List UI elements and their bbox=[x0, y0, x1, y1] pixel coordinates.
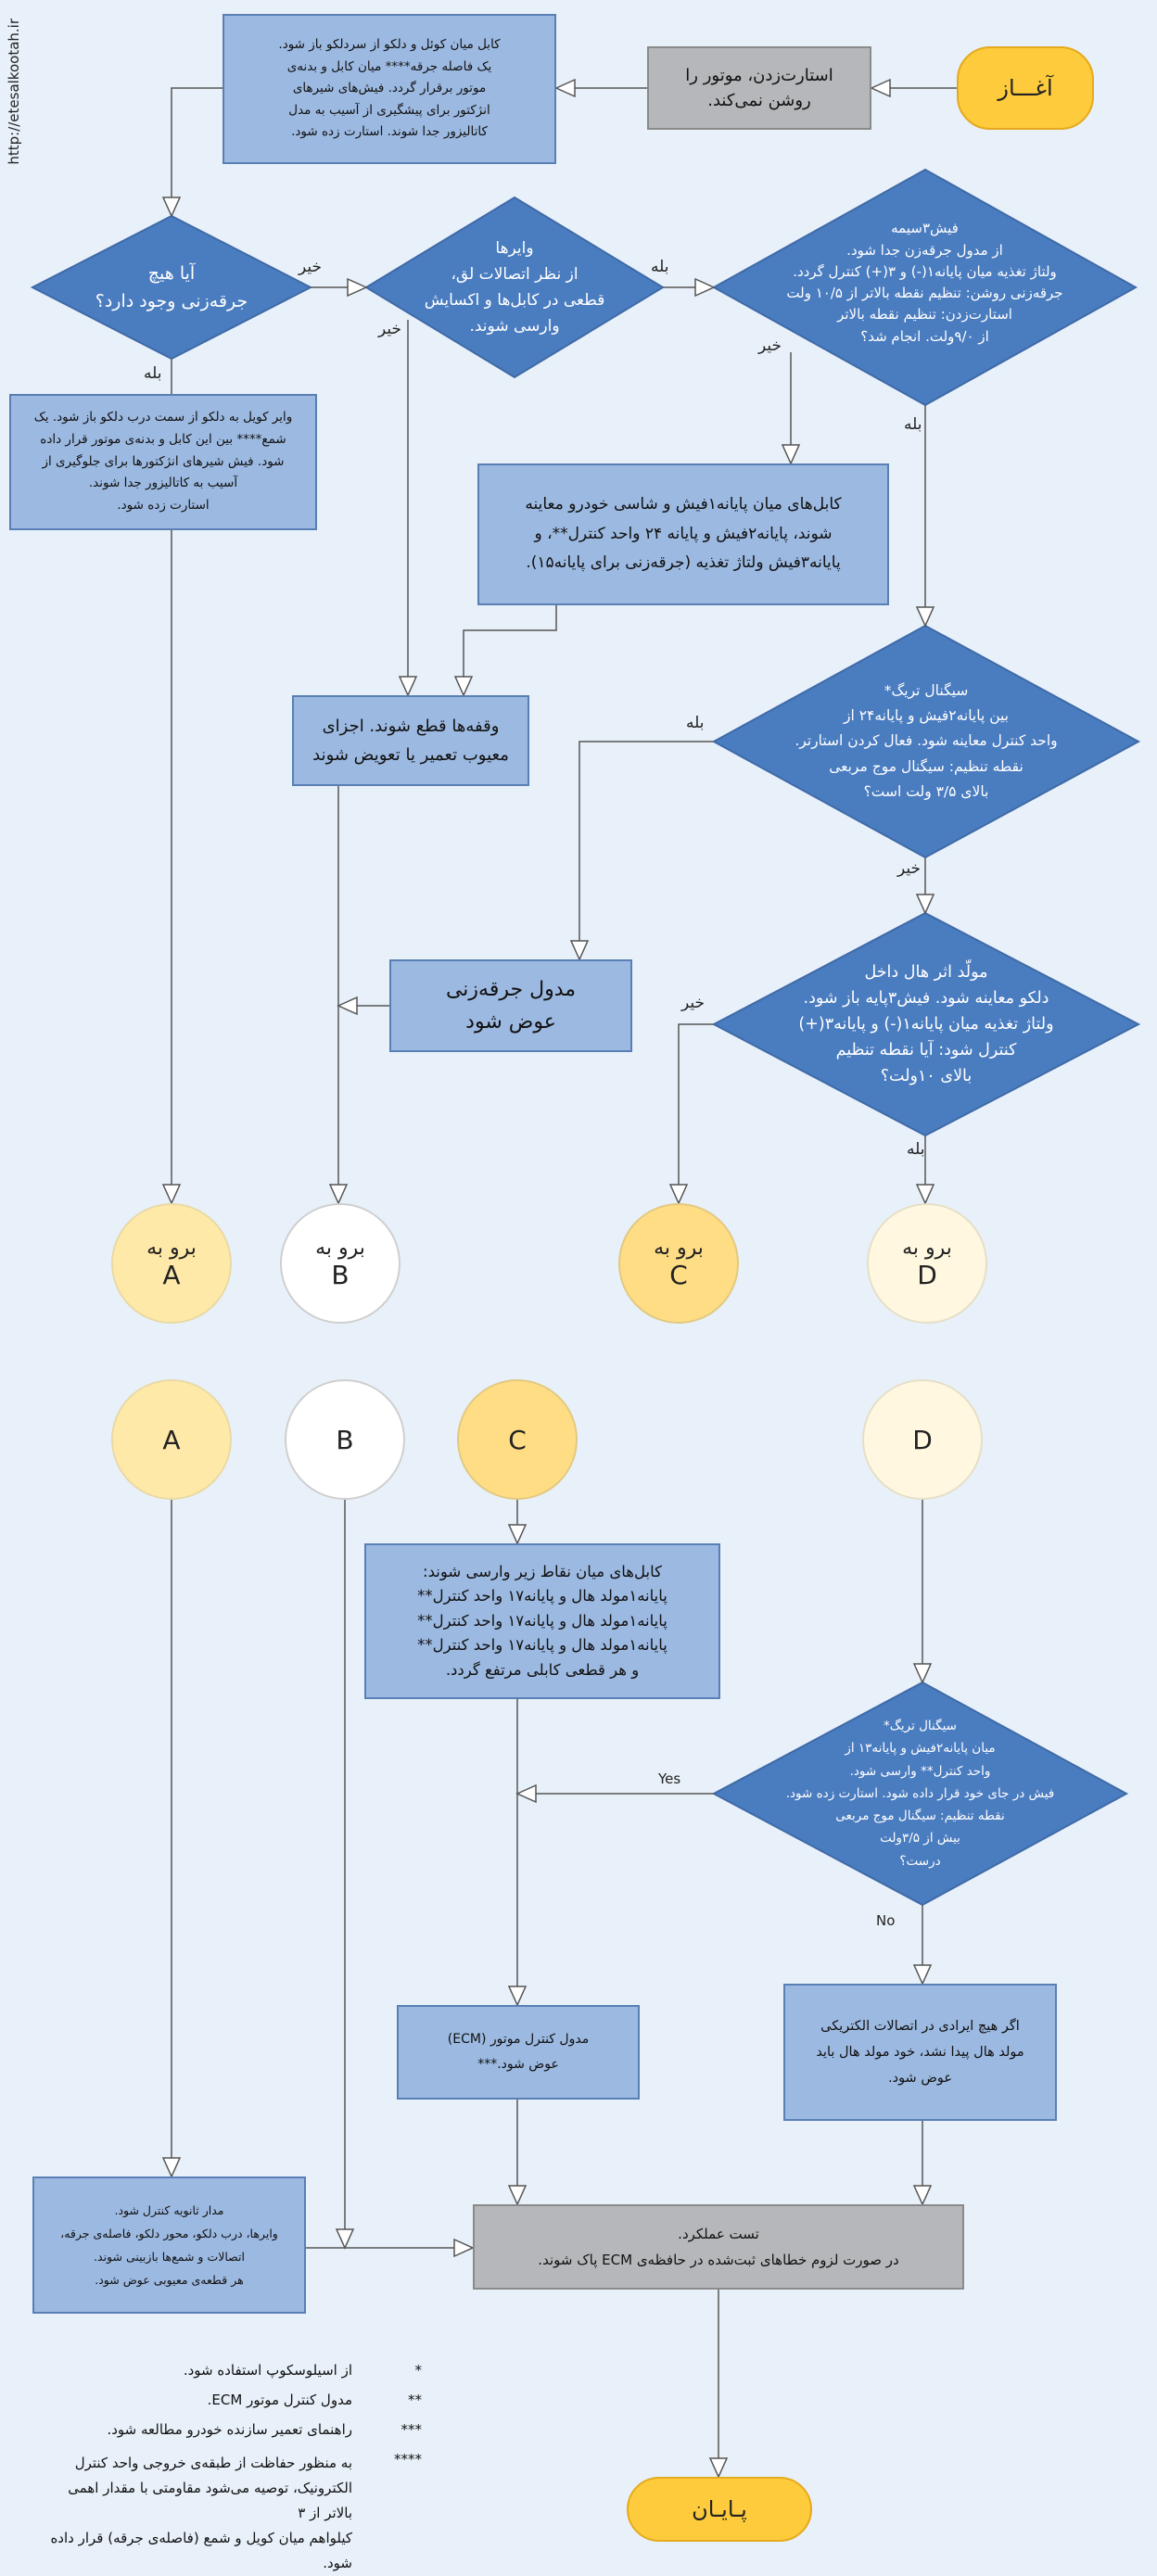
goto-label: برو به bbox=[315, 1237, 365, 1260]
ignition-module-box: مدول جرقه‌زنی عوض شود bbox=[389, 959, 632, 1052]
entry-connector-d: D bbox=[862, 1379, 983, 1500]
legend-text-2: مدول کنترل موتور ECM. bbox=[207, 2392, 352, 2408]
hall-cables-box: کابل‌های میان نقاط زیر وارسی شوند: پایان… bbox=[364, 1543, 720, 1699]
label-plug3-yes: بله bbox=[904, 415, 922, 434]
connector-letter: D bbox=[912, 1424, 933, 1455]
legend-mark-4: **** bbox=[394, 2451, 422, 2468]
connector-letter: B bbox=[331, 1260, 350, 1290]
entry-connector-c: C bbox=[457, 1379, 578, 1500]
label-trig2-yes: Yes bbox=[658, 1770, 681, 1787]
goto-connector-c: برو به C bbox=[618, 1203, 739, 1324]
end-terminal: پـایـان bbox=[627, 2477, 812, 2542]
diamond-trig2-text: سیگنال تریگ* میان پایانه۲فیش و پایانه۱۳ … bbox=[785, 1718, 1055, 1869]
goto-connector-a: برو به A bbox=[111, 1203, 232, 1324]
legend-mark-2: ** bbox=[408, 2392, 422, 2408]
coil-check-box: کابل میان کوئل و دلکو از سردلکو باز شود.… bbox=[222, 14, 556, 164]
connector-letter: B bbox=[336, 1424, 354, 1455]
legend-mark-3: *** bbox=[400, 2421, 423, 2438]
entry-connector-a: A bbox=[111, 1379, 232, 1500]
ecm-replace-box: مدول کنترل موتور (ECM) عوض شود.*** bbox=[397, 2005, 640, 2100]
legend-text-3: راهنمای تعمیر سازنده خودرو مطالعه شود. bbox=[107, 2421, 352, 2438]
repair-box: وقفه‌ها قطع شوند. اجزای معیوب تعمیر یا ت… bbox=[292, 695, 529, 786]
entry-connector-b: B bbox=[285, 1379, 405, 1500]
start-terminal: آغـــاز bbox=[957, 46, 1094, 130]
legend-mark-1: * bbox=[414, 2362, 423, 2379]
label-trig-yes: بله bbox=[686, 714, 705, 732]
connector-letter: A bbox=[162, 1260, 181, 1290]
goto-connector-b: برو به B bbox=[280, 1203, 400, 1324]
diamond-plug3-text: فیش۳سیمه از مدول جرقه‌زن جدا شود. ولتاژ … bbox=[786, 220, 1063, 345]
diamond-trig-text: سیگنال تریگ* بین پایانه۲فیش و پایانه۲۴ ا… bbox=[795, 682, 1058, 800]
goto-label: برو به bbox=[654, 1237, 704, 1260]
connector-letter: C bbox=[669, 1260, 688, 1290]
goto-label: برو به bbox=[146, 1237, 197, 1260]
label-plug3-no: خیر bbox=[758, 336, 782, 355]
label-hall-yes: بله bbox=[907, 1140, 925, 1159]
legend-text-4: به منظور حفاظت از طبقه‌ی خروجی واحد کنتر… bbox=[50, 2455, 352, 2571]
legend-text-1: از اسیلوسکوپ استفاده شود. bbox=[183, 2362, 352, 2379]
label-spark-yes: بله bbox=[144, 364, 162, 383]
label-trig-no: خیر bbox=[897, 859, 922, 878]
connector-letter: C bbox=[508, 1424, 527, 1455]
label-wires-yes: بله bbox=[651, 258, 669, 276]
connector-letter: D bbox=[917, 1260, 937, 1290]
label-trig2-no: No bbox=[876, 1912, 896, 1929]
secondary-circuit-box: مدار ثانویه کنترل شود. وایرها، درب دلکو،… bbox=[32, 2176, 306, 2314]
performance-test-box: تست عملکرد. در صورت لزوم خطاهای ثبت‌شده … bbox=[473, 2204, 964, 2290]
diamond-spark-text: آیا هیچ جرقه‌زنی وجود دارد؟ bbox=[95, 262, 248, 311]
hall-replace-box: اگر هیچ ایرادی در اتصالات الکتریکی مولد … bbox=[783, 1984, 1057, 2121]
diamond-wires-shape bbox=[364, 196, 665, 379]
label-wires-no: خیر bbox=[378, 320, 402, 338]
label-spark-no: خیر bbox=[299, 258, 323, 276]
coil-wire-box: وایر کویل به دلکو از سمت درب دلکو باز شو… bbox=[9, 394, 317, 530]
no-start-box: استارت‌زدن، موتور را روشن نمی‌کند. bbox=[647, 46, 871, 130]
goto-label: برو به bbox=[902, 1237, 952, 1260]
diamond-wires-text: وایرها از نظر اتصالات لق، قطعی در کابل‌ه… bbox=[424, 238, 605, 336]
label-hall-no: خیر bbox=[681, 994, 706, 1012]
connector-letter: A bbox=[162, 1424, 181, 1455]
goto-connector-d: برو به D bbox=[867, 1203, 987, 1324]
cable-check-box: کابل‌های میان پایانه۱فیش و شاسی خودرو مع… bbox=[477, 463, 889, 605]
diamond-hall-text: مولّد اثر هال داخل دلکو معاینه شود. فیش۳… bbox=[798, 963, 1054, 1085]
